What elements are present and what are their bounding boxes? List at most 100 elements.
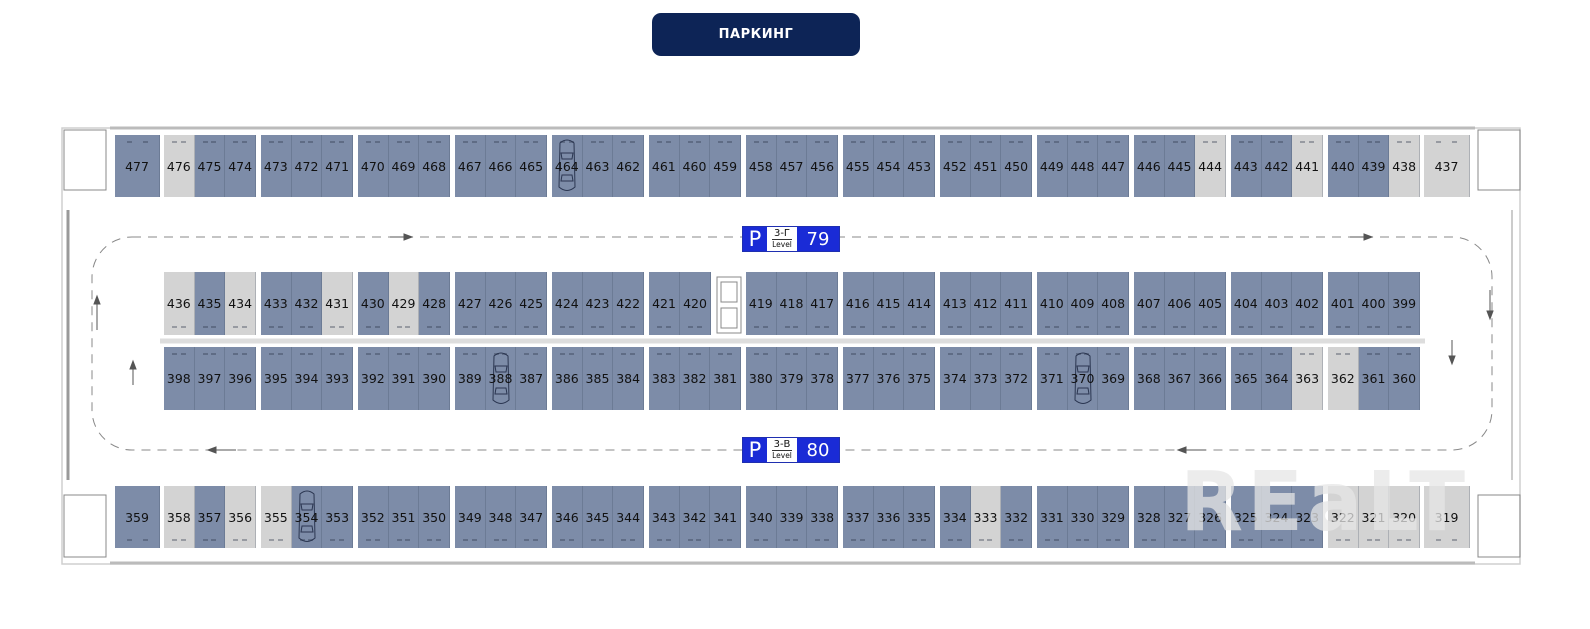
parking-space-420[interactable]: 420 <box>680 272 711 335</box>
parking-space-347[interactable]: 347 <box>516 486 547 548</box>
parking-space-467[interactable]: 467 <box>455 135 486 197</box>
parking-space-422[interactable]: 422 <box>613 272 644 335</box>
parking-space-410[interactable]: 410 <box>1037 272 1068 335</box>
parking-space-399[interactable]: 399 <box>1389 272 1420 335</box>
parking-space-418[interactable]: 418 <box>776 272 808 335</box>
parking-space-425[interactable]: 425 <box>516 272 547 335</box>
parking-space-365[interactable]: 365 <box>1231 347 1262 410</box>
parking-space-350[interactable]: 350 <box>419 486 450 548</box>
parking-space-475[interactable]: 475 <box>194 135 226 197</box>
parking-space-470[interactable]: 470 <box>358 135 389 197</box>
parking-space-339[interactable]: 339 <box>776 486 808 548</box>
parking-space-322[interactable]: 322 <box>1328 486 1359 548</box>
parking-space-411[interactable]: 411 <box>1001 272 1032 335</box>
parking-space-456[interactable]: 456 <box>807 135 838 197</box>
parking-space-455[interactable]: 455 <box>843 135 874 197</box>
parking-space-421[interactable]: 421 <box>649 272 680 335</box>
parking-space-457[interactable]: 457 <box>776 135 808 197</box>
parking-space-395[interactable]: 395 <box>261 347 292 410</box>
parking-space-427[interactable]: 427 <box>455 272 486 335</box>
parking-space-428[interactable]: 428 <box>419 272 450 335</box>
parking-space-334[interactable]: 334 <box>940 486 971 548</box>
parking-space-333[interactable]: 333 <box>970 486 1002 548</box>
parking-space-432[interactable]: 432 <box>291 272 323 335</box>
parking-space-446[interactable]: 446 <box>1134 135 1165 197</box>
parking-space-471[interactable]: 471 <box>322 135 353 197</box>
parking-space-328[interactable]: 328 <box>1134 486 1165 548</box>
parking-space-424[interactable]: 424 <box>552 272 583 335</box>
parking-space-419[interactable]: 419 <box>746 272 777 335</box>
parking-space-338[interactable]: 338 <box>807 486 838 548</box>
parking-space-434[interactable]: 434 <box>225 272 256 335</box>
parking-space-400[interactable]: 400 <box>1358 272 1390 335</box>
parking-space-459[interactable]: 459 <box>710 135 741 197</box>
parking-space-353[interactable]: 353 <box>322 486 353 548</box>
parking-space-323[interactable]: 323 <box>1292 486 1323 548</box>
parking-space-321[interactable]: 321 <box>1358 486 1390 548</box>
parking-space-416[interactable]: 416 <box>843 272 874 335</box>
parking-space-331[interactable]: 331 <box>1037 486 1068 548</box>
parking-space-349[interactable]: 349 <box>455 486 486 548</box>
parking-space-358[interactable]: 358 <box>164 486 195 548</box>
parking-space-348[interactable]: 348 <box>485 486 517 548</box>
parking-space-473[interactable]: 473 <box>261 135 292 197</box>
parking-space-450[interactable]: 450 <box>1001 135 1032 197</box>
parking-space-403[interactable]: 403 <box>1261 272 1293 335</box>
parking-space-452[interactable]: 452 <box>940 135 971 197</box>
parking-space-449[interactable]: 449 <box>1037 135 1068 197</box>
parking-space-463[interactable]: 463 <box>582 135 614 197</box>
parking-space-406[interactable]: 406 <box>1164 272 1196 335</box>
parking-space-437[interactable]: 437 <box>1424 135 1470 197</box>
parking-space-397[interactable]: 397 <box>194 347 226 410</box>
parking-space-441[interactable]: 441 <box>1292 135 1323 197</box>
parking-space-326[interactable]: 326 <box>1195 486 1226 548</box>
parking-space-401[interactable]: 401 <box>1328 272 1359 335</box>
parking-space-388[interactable]: 388 <box>485 347 517 410</box>
parking-space-361[interactable]: 361 <box>1358 347 1390 410</box>
parking-space-468[interactable]: 468 <box>419 135 450 197</box>
parking-space-409[interactable]: 409 <box>1067 272 1099 335</box>
parking-space-408[interactable]: 408 <box>1098 272 1129 335</box>
parking-space-414[interactable]: 414 <box>904 272 935 335</box>
parking-space-442[interactable]: 442 <box>1261 135 1293 197</box>
parking-space-451[interactable]: 451 <box>970 135 1002 197</box>
parking-space-355[interactable]: 355 <box>261 486 292 548</box>
parking-space-382[interactable]: 382 <box>679 347 711 410</box>
parking-space-377[interactable]: 377 <box>843 347 874 410</box>
parking-space-357[interactable]: 357 <box>194 486 226 548</box>
parking-space-430[interactable]: 430 <box>358 272 389 335</box>
parking-space-462[interactable]: 462 <box>613 135 644 197</box>
parking-space-439[interactable]: 439 <box>1358 135 1390 197</box>
parking-space-384[interactable]: 384 <box>613 347 644 410</box>
parking-space-319[interactable]: 319 <box>1424 486 1470 548</box>
parking-space-429[interactable]: 429 <box>388 272 420 335</box>
parking-space-389[interactable]: 389 <box>455 347 486 410</box>
parking-space-394[interactable]: 394 <box>291 347 323 410</box>
parking-space-368[interactable]: 368 <box>1134 347 1165 410</box>
parking-space-362[interactable]: 362 <box>1328 347 1359 410</box>
parking-space-340[interactable]: 340 <box>746 486 777 548</box>
parking-space-375[interactable]: 375 <box>904 347 935 410</box>
parking-space-343[interactable]: 343 <box>649 486 680 548</box>
parking-space-433[interactable]: 433 <box>261 272 292 335</box>
parking-space-402[interactable]: 402 <box>1292 272 1323 335</box>
parking-space-447[interactable]: 447 <box>1098 135 1129 197</box>
parking-space-337[interactable]: 337 <box>843 486 874 548</box>
parking-space-472[interactable]: 472 <box>291 135 323 197</box>
parking-space-352[interactable]: 352 <box>358 486 389 548</box>
parking-space-438[interactable]: 438 <box>1389 135 1420 197</box>
parking-space-415[interactable]: 415 <box>873 272 905 335</box>
parking-space-364[interactable]: 364 <box>1261 347 1293 410</box>
parking-space-404[interactable]: 404 <box>1231 272 1262 335</box>
parking-space-344[interactable]: 344 <box>613 486 644 548</box>
parking-space-440[interactable]: 440 <box>1328 135 1359 197</box>
parking-space-341[interactable]: 341 <box>710 486 741 548</box>
parking-space-460[interactable]: 460 <box>679 135 711 197</box>
parking-space-335[interactable]: 335 <box>904 486 935 548</box>
parking-space-474[interactable]: 474 <box>225 135 256 197</box>
parking-space-360[interactable]: 360 <box>1389 347 1420 410</box>
parking-space-379[interactable]: 379 <box>776 347 808 410</box>
parking-space-398[interactable]: 398 <box>164 347 195 410</box>
parking-space-454[interactable]: 454 <box>873 135 905 197</box>
parking-space-320[interactable]: 320 <box>1389 486 1420 548</box>
